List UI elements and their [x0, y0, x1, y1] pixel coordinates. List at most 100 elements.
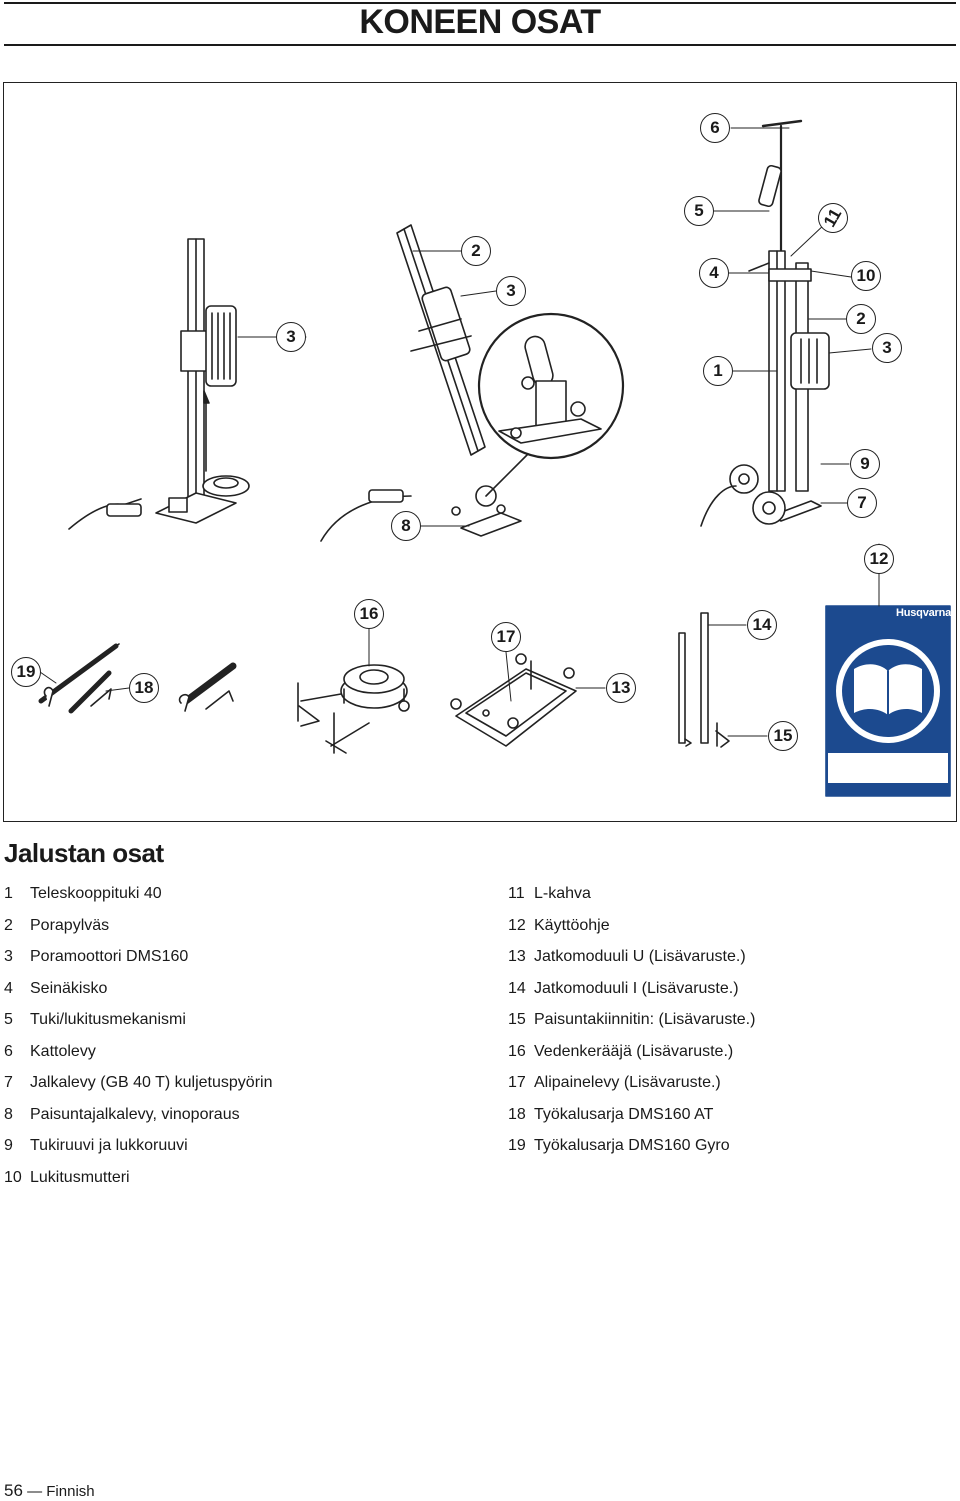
- item-label: Paisuntajalkalevy, vinoporaus: [30, 1105, 240, 1123]
- callout-12: 12: [864, 544, 894, 574]
- item-label: Alipainelevy (Lisävaruste.): [534, 1074, 721, 1091]
- list-item: 9 Tukiruuvi ja lukkoruuvi: [4, 1134, 272, 1166]
- title-top-rule: [4, 2, 956, 4]
- vacuum-plate: [450, 653, 577, 747]
- section-title: Jalustan osat: [4, 838, 164, 868]
- callout-2-telescopic: 2: [846, 304, 876, 334]
- item-number: 1: [4, 885, 13, 902]
- item-number: 9: [4, 1137, 13, 1154]
- item-number: 3: [4, 948, 13, 965]
- list-item: 3 Poramoottori DMS160: [4, 945, 272, 977]
- callout-19: 19: [11, 657, 41, 687]
- page-footer: 56 — Finnish: [4, 1481, 95, 1501]
- callout-16: 16: [354, 599, 384, 629]
- callout-3-telescopic: 3: [872, 333, 902, 363]
- callout-3-tilted: 3: [496, 276, 526, 306]
- callout-1: 1: [703, 356, 733, 386]
- list-item: 1 Teleskooppituki 40: [4, 882, 272, 914]
- item-label: Kattolevy: [30, 1042, 96, 1060]
- expansion-clamps: [297, 682, 370, 754]
- parts-list-left: 1 Teleskooppituki 40 2 Porapylväs 3 Poramoo…: [4, 882, 272, 1197]
- item-number: 18: [508, 1105, 526, 1123]
- toolkit-at: [68, 662, 237, 714]
- callout-3-vertical: 3: [276, 322, 306, 352]
- item-label: Poramoottori DMS160: [30, 948, 189, 965]
- list-item: 14 Jatkomoduuli I (Lisävaruste.): [508, 977, 755, 1009]
- item-number: 10: [4, 1168, 22, 1186]
- parts-illustration: [38, 119, 951, 797]
- item-label: Lukitusmutteri: [30, 1168, 130, 1186]
- operator-manual: [825, 605, 951, 797]
- list-item: 8 Paisuntajalkalevy, vinoporaus: [4, 1103, 272, 1135]
- item-label: L-kahva: [534, 885, 591, 902]
- callout-17: 17: [491, 622, 521, 652]
- list-item: 5 Tuki/lukitusmekanismi: [4, 1008, 272, 1040]
- parts-figure: 6 5 11 4 10 2 3 1 9 7 12 3 2 3 8 16 17 1…: [3, 82, 957, 822]
- water-collector: [340, 664, 410, 712]
- list-item: 10 Lukitusmutteri: [4, 1166, 272, 1198]
- list-item: 17 Alipainelevy (Lisävaruste.): [508, 1071, 755, 1103]
- callout-2-tilted: 2: [461, 236, 491, 266]
- callout-9: 9: [850, 449, 880, 479]
- manual-logo-text: Husqvarna: [896, 607, 952, 619]
- list-item: 2 Porapylväs: [4, 914, 272, 946]
- item-label: Paisuntakiinnitin: (Lisävaruste.): [534, 1011, 756, 1028]
- list-item: 18 Työkalusarja DMS160 AT: [508, 1103, 755, 1135]
- item-number: 6: [4, 1042, 13, 1060]
- drill-stand-vertical: [68, 238, 250, 530]
- page-title: KONEEN OSAT: [359, 3, 601, 41]
- callout-18: 18: [129, 673, 159, 703]
- item-number: 2: [4, 916, 13, 934]
- item-label: Käyttöohje: [534, 916, 610, 934]
- callout-15: 15: [768, 721, 798, 751]
- item-label: Työkalusarja DMS160 Gyro: [534, 1137, 730, 1154]
- callout-10: 10: [851, 261, 881, 291]
- toolkit-gyro: [38, 643, 120, 707]
- callout-5: 5: [684, 196, 714, 226]
- item-number: 8: [4, 1105, 13, 1123]
- item-number: 7: [4, 1074, 13, 1091]
- page-number: 56: [4, 1481, 23, 1500]
- footer-language: Finnish: [46, 1483, 95, 1500]
- footer-separator: —: [27, 1483, 43, 1500]
- list-item: 13 Jatkomoduuli U (Lisävaruste.): [508, 945, 755, 977]
- item-label: Vedenkerääjä (Lisävaruste.): [534, 1042, 734, 1060]
- item-label: Jatkomoduuli U (Lisävaruste.): [534, 948, 746, 965]
- item-label: Työkalusarja DMS160 AT: [534, 1105, 714, 1123]
- list-item: 11 L-kahva: [508, 882, 755, 914]
- list-item: 19 Työkalusarja DMS160 Gyro: [508, 1134, 755, 1166]
- list-item: 6 Kattolevy: [4, 1040, 272, 1072]
- callout-13: 13: [606, 673, 636, 703]
- callout-7: 7: [847, 488, 877, 518]
- item-number: 13: [508, 948, 526, 965]
- item-number: 12: [508, 916, 526, 934]
- callout-14: 14: [747, 610, 777, 640]
- item-number: 17: [508, 1074, 526, 1091]
- callout-leaders: [39, 127, 880, 737]
- item-number: 11: [508, 885, 525, 902]
- list-item: 15 Paisuntakiinnitin: (Lisävaruste.): [508, 1008, 755, 1040]
- item-label: Jalkalevy (GB 40 T) kuljetuspyörin: [30, 1074, 273, 1091]
- item-label: Tukiruuvi ja lukkoruuvi: [30, 1137, 188, 1154]
- item-number: 14: [508, 979, 526, 997]
- item-label: Porapylväs: [30, 916, 110, 934]
- callout-8: 8: [391, 511, 421, 541]
- item-number: 5: [4, 1011, 13, 1028]
- item-number: 4: [4, 979, 13, 997]
- item-label: Jatkomoduuli I (Lisävaruste.): [534, 979, 739, 997]
- item-number: 15: [508, 1011, 526, 1028]
- list-item: 12 Käyttöohje: [508, 914, 755, 946]
- item-number: 19: [508, 1137, 526, 1154]
- parts-list-right: 11 L-kahva 12 Käyttöohje 13 Jatkomoduuli U …: [508, 882, 755, 1166]
- title-bottom-rule: [4, 44, 956, 46]
- drill-stand-tilted: [320, 224, 625, 542]
- list-item: 7 Jalkalevy (GB 40 T) kuljetuspyörin: [4, 1071, 272, 1103]
- drill-stand-telescopic: [700, 119, 830, 527]
- item-label: Teleskooppituki 40: [30, 885, 162, 902]
- callout-4: 4: [699, 258, 729, 288]
- extension-modules: [678, 612, 730, 748]
- item-label: Tuki/lukitusmekanismi: [30, 1011, 186, 1028]
- callout-6: 6: [700, 113, 730, 143]
